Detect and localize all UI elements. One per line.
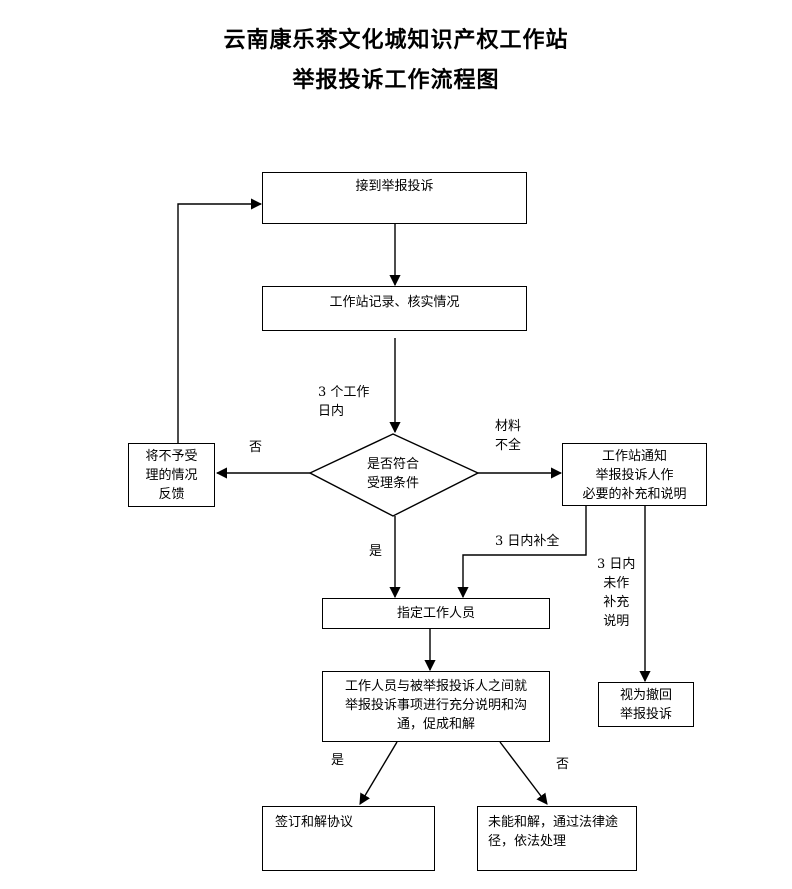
node-assign: 指定工作人员 bbox=[322, 598, 550, 629]
label-supplement-in-three-days: 3 日内补全 bbox=[495, 534, 560, 549]
label-not-supplemented: 3 日内 未作 补充 说明 bbox=[597, 557, 636, 629]
node-legal: 未能和解，通过法律途 径，依法处理 bbox=[477, 806, 637, 871]
node-notify: 工作站通知 举报投诉人作 必要的补充和说明 bbox=[562, 443, 707, 506]
node-agreement: 签订和解协议 bbox=[262, 806, 435, 871]
title-line-1: 云南康乐茶文化城知识产权工作站 bbox=[223, 28, 569, 53]
arrow-communicate-to-agreement bbox=[359, 741, 398, 805]
label-yes-down: 是 bbox=[369, 544, 383, 559]
label-no-agree: 否 bbox=[556, 757, 570, 772]
node-withdraw: 视为撤回 举报投诉 bbox=[598, 682, 694, 727]
decision-diamond bbox=[308, 433, 480, 517]
node-record: 工作站记录、核实情况 bbox=[262, 286, 527, 331]
title-line-2: 举报投诉工作流程图 bbox=[292, 68, 500, 93]
arrow-communicate-to-legal bbox=[499, 741, 548, 805]
arrow-reject-to-receive bbox=[177, 198, 263, 443]
node-agreement-text: 签订和解协议 bbox=[275, 815, 354, 830]
node-reject-feedback: 将不予受 理的情况 反馈 bbox=[128, 443, 215, 507]
arrow-notify-to-assign bbox=[457, 506, 587, 599]
node-receive-text: 接到举报投诉 bbox=[355, 179, 434, 194]
label-yes-agree: 是 bbox=[331, 753, 345, 768]
node-communicate: 工作人员与被举报投诉人之间就 举报投诉事项进行充分说明和沟 通，促成和解 bbox=[322, 671, 550, 742]
node-record-text: 工作站记录、核实情况 bbox=[329, 295, 460, 310]
decision-text: 是否符合 受理条件 bbox=[366, 457, 419, 491]
label-incomplete-materials: 材料 不全 bbox=[495, 419, 522, 453]
label-three-work-days: 3 个工作 日内 bbox=[318, 385, 370, 419]
label-no-left: 否 bbox=[249, 440, 263, 455]
node-assign-text: 指定工作人员 bbox=[396, 606, 475, 621]
node-receive: 接到举报投诉 bbox=[262, 172, 527, 224]
